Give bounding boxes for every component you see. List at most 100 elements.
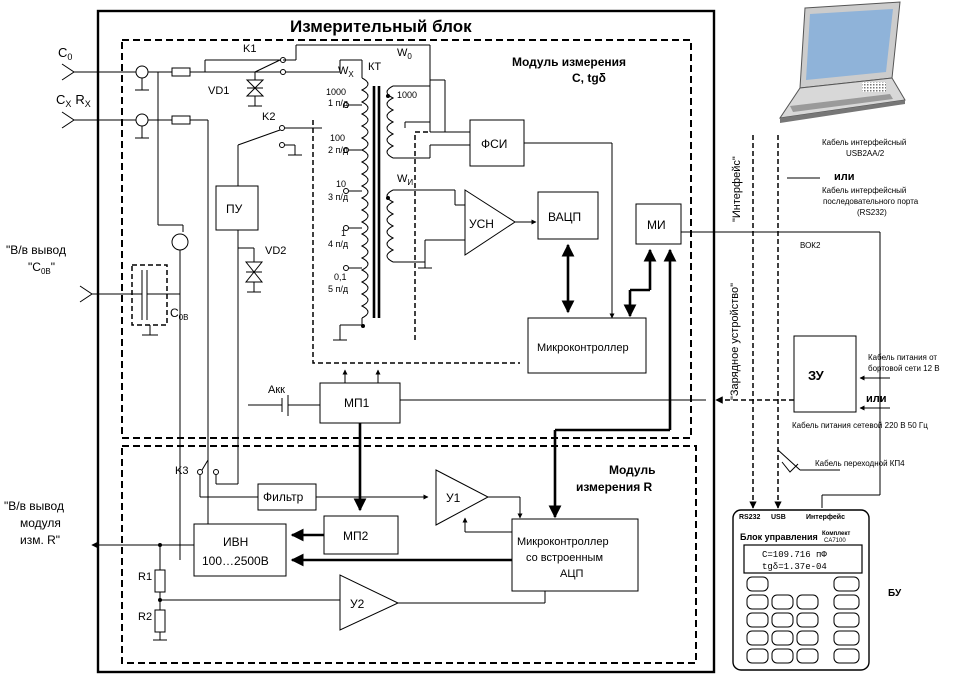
- adapter-cable-label: Кабель переходной КП4: [815, 459, 905, 468]
- control-unit-display: [743, 544, 863, 574]
- mi-block: [635, 203, 682, 245]
- vok2-label: ВОК2: [800, 241, 821, 250]
- usn-label: УСН: [469, 217, 494, 231]
- svg-text:10: 10: [336, 179, 346, 189]
- module-r-title-1: Модуль: [609, 463, 655, 477]
- usn-amplifier: [464, 189, 516, 256]
- r1-resistor: [154, 569, 166, 593]
- zu-block: [793, 335, 857, 413]
- key[interactable]: [796, 612, 819, 628]
- hv-r-label-3: изм. R": [20, 533, 60, 547]
- c0b-shield-icon: [171, 233, 189, 251]
- usb-cable-label-2: USB2AA/2: [846, 149, 885, 158]
- key[interactable]: [746, 576, 769, 592]
- u2-amplifier: [339, 574, 400, 631]
- key[interactable]: [833, 576, 860, 592]
- vacp-block: [537, 191, 599, 240]
- measuring-block-title: Измерительный блок: [290, 17, 472, 36]
- pu-block: [215, 185, 259, 231]
- module-r-frame: [121, 445, 697, 664]
- fsi-block: [469, 119, 525, 167]
- or-label-1: или: [834, 171, 855, 183]
- wx-winding: [360, 77, 369, 319]
- c0-connector: [61, 63, 75, 81]
- key[interactable]: [833, 648, 860, 664]
- w0-turns: 1000: [397, 90, 417, 100]
- cx-fuse: [171, 115, 191, 125]
- transformer-taps: 1000 1 п/д 100 2 п/д 10 3 п/д 1 4 п/д 0,…: [326, 87, 362, 294]
- key[interactable]: [746, 648, 769, 664]
- r2-label: R2: [138, 611, 152, 623]
- vd2-label: VD2: [265, 245, 286, 257]
- charger-cable-vertical: "Зарядное устройство": [729, 283, 741, 400]
- fsi-label: ФСИ: [481, 137, 507, 151]
- r2-resistor: [154, 609, 166, 633]
- cx-shield-icon: [135, 113, 149, 127]
- mp1-label: МП1: [344, 396, 370, 410]
- ivn-label-2: 100…2500В: [202, 554, 269, 568]
- serial-cable-label-3: (RS232): [857, 208, 887, 217]
- serial-cable-label-1: Кабель интерфейсный: [822, 186, 906, 195]
- key[interactable]: [796, 630, 819, 646]
- k1-label: K1: [243, 43, 256, 55]
- vd1-label: VD1: [208, 85, 229, 97]
- u2-label: У2: [350, 597, 365, 611]
- vacp-label: ВАЦП: [548, 210, 581, 224]
- mcu-adc-label-3: АЦП: [560, 568, 583, 580]
- control-unit-title: Блок управления: [740, 532, 818, 542]
- bu-label: БУ: [888, 588, 902, 599]
- c0-shield-icon: [135, 65, 149, 79]
- port-interface: Интерфейс: [806, 513, 845, 521]
- key[interactable]: [796, 594, 819, 610]
- key[interactable]: [746, 612, 769, 628]
- wn-winding: [386, 189, 395, 263]
- sense-dashed-line: [414, 131, 430, 340]
- c0b-connector: [79, 285, 93, 303]
- c0-label: C0: [58, 45, 72, 62]
- ivn-block: [193, 523, 287, 577]
- module-c-title-1: Модуль измерения: [512, 55, 626, 69]
- akk-label: Акк: [268, 384, 285, 396]
- key[interactable]: [746, 630, 769, 646]
- svg-text:1000: 1000: [326, 87, 346, 97]
- control-unit-keypad: [746, 576, 860, 664]
- usb-cable-label-1: Кабель интерфейсный: [822, 138, 906, 147]
- u1-amplifier: [435, 469, 490, 526]
- key[interactable]: [771, 594, 794, 610]
- key[interactable]: [771, 630, 794, 646]
- wx-label: WX: [338, 65, 354, 79]
- mcu-adc-label-1: Микроконтроллер: [517, 536, 609, 548]
- key[interactable]: [771, 648, 794, 664]
- display-line-1: C=109.716 пФ: [762, 550, 827, 560]
- zu-label: ЗУ: [808, 368, 825, 383]
- wn-label: WИ: [397, 173, 413, 187]
- power-mains-label: Кабель питания сетевой 220 В 50 Гц: [792, 421, 928, 430]
- k3-label: K3: [175, 465, 188, 477]
- module-r-title-2: измерения R: [576, 480, 653, 494]
- pu-label: ПУ: [226, 202, 243, 216]
- key[interactable]: [833, 630, 860, 646]
- w0-winding: [386, 85, 395, 159]
- key[interactable]: [771, 612, 794, 628]
- svg-text:3 п/д: 3 п/д: [328, 192, 349, 202]
- kt-label: КТ: [368, 61, 381, 73]
- hv-c0b-label-2: "C0В": [28, 260, 55, 276]
- key[interactable]: [833, 594, 860, 610]
- mi-label: МИ: [647, 218, 666, 232]
- svg-text:4 п/д: 4 п/д: [328, 239, 349, 249]
- svg-text:0,1: 0,1: [334, 272, 347, 282]
- key[interactable]: [746, 594, 769, 610]
- hv-c0b-label-1: "В/в вывод: [6, 243, 66, 257]
- mcu-adc-block: [511, 518, 639, 592]
- serial-cable-label-2: последовательного порта: [823, 197, 919, 206]
- laptop-icon: [778, 1, 906, 123]
- key[interactable]: [796, 648, 819, 664]
- mcu-block: [527, 317, 647, 374]
- ivn-label-1: ИВН: [223, 535, 248, 549]
- measuring-block-frame: [96, 9, 716, 674]
- svg-text:5 п/д: 5 п/д: [328, 284, 349, 294]
- key[interactable]: [833, 612, 860, 628]
- transformer-dashed-region: [312, 120, 520, 364]
